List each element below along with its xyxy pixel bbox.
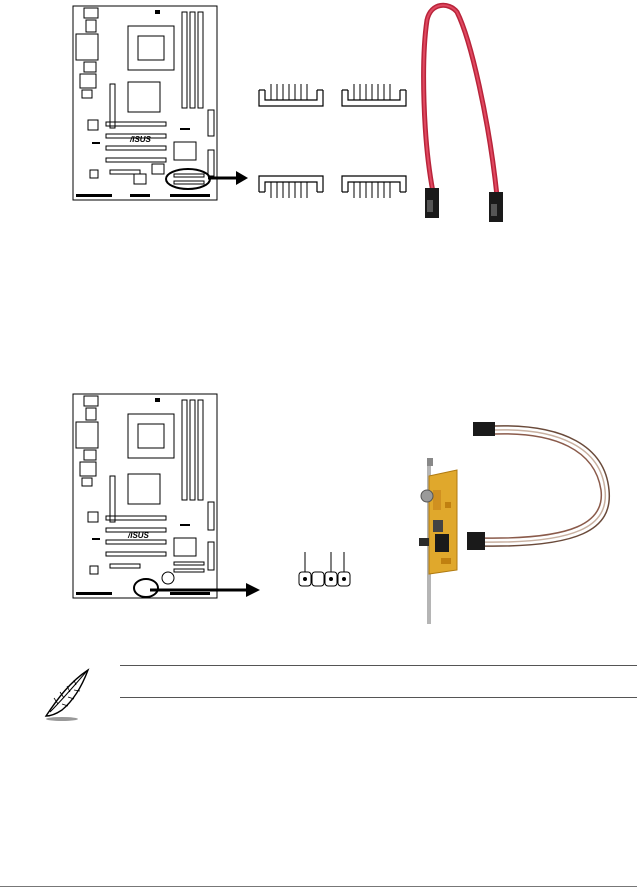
spdif-header-pins	[294, 550, 356, 592]
sata-figure: /ISUS	[0, 0, 637, 240]
arrow-right-icon	[150, 580, 260, 600]
spdif-figure: /ISUS	[0, 380, 637, 630]
sata-connector	[255, 78, 327, 112]
sata-connector	[338, 78, 410, 112]
note-section	[0, 650, 637, 730]
note-rule-top	[120, 665, 637, 666]
feather-quill-icon	[40, 664, 96, 722]
sata-connector	[338, 170, 410, 204]
arrow-right-icon	[208, 168, 248, 188]
sata-cable-image	[405, 0, 515, 230]
board-logo: /ISUS	[129, 135, 152, 144]
sata-connector	[255, 170, 327, 204]
board-logo: /ISUS	[127, 531, 150, 540]
motherboard-layout-1: /ISUS	[70, 4, 220, 204]
note-text	[126, 670, 626, 696]
spdif-bracket-image	[405, 410, 615, 625]
motherboard-layout-2: /ISUS	[70, 392, 220, 602]
note-rule-bottom	[120, 697, 637, 698]
page-footer-rule	[0, 886, 637, 887]
